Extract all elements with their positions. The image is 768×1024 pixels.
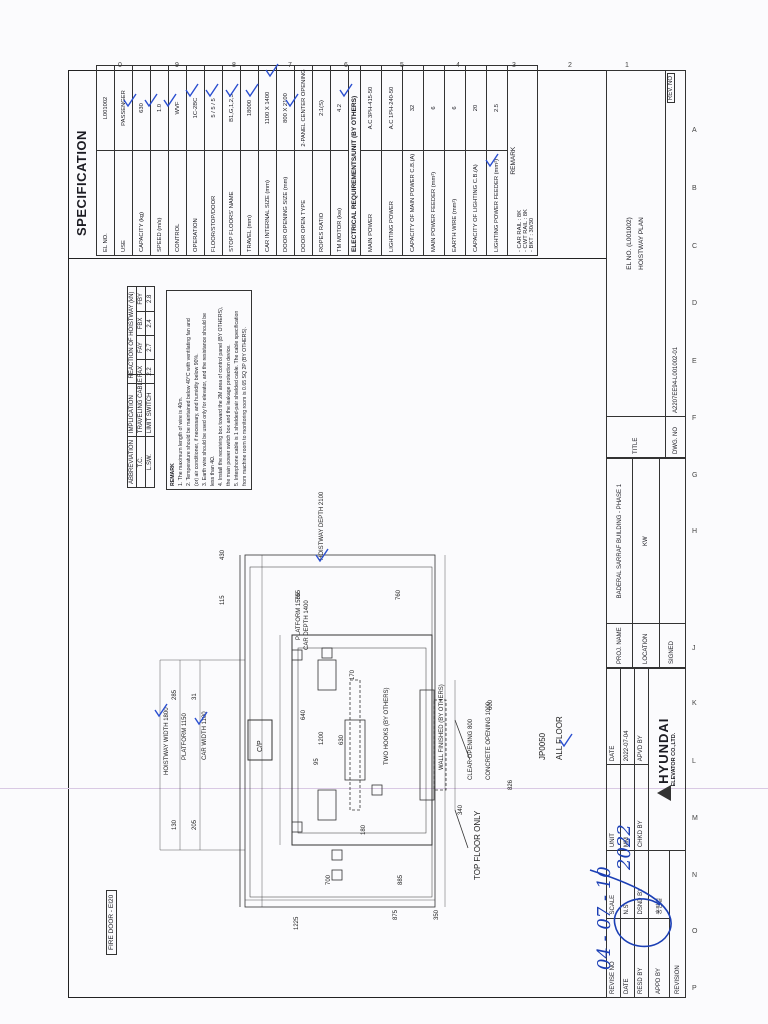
dim-label: 630 xyxy=(339,734,345,745)
zone-marker: J xyxy=(692,645,696,652)
dim-label: 795 xyxy=(296,589,302,600)
dim-label: 205 xyxy=(192,819,198,830)
dim-label: 115 xyxy=(220,595,226,605)
zone-marker: 6 xyxy=(344,62,348,69)
zone-marker: K xyxy=(692,700,697,707)
top-floor-label: TOP FLOOR ONLY xyxy=(473,810,482,880)
dim-platform-width: PLATFORM 1150 xyxy=(182,713,188,760)
dim-label: 700 xyxy=(326,874,332,885)
handwritten-year: 2022 xyxy=(614,824,635,870)
zone-marker: H xyxy=(692,528,698,535)
zone-marker: P xyxy=(692,985,697,992)
dim-label: 350 xyxy=(434,909,440,920)
zone-marker: L xyxy=(692,758,696,765)
zone-marker: N xyxy=(692,872,698,879)
dim-label: 430 xyxy=(220,549,226,560)
control-panel-box xyxy=(247,719,273,761)
dim-label: 31 xyxy=(192,693,198,700)
dim-platform-depth: PLATFORM 1555 xyxy=(296,592,302,640)
dim-label: 285 xyxy=(172,689,178,700)
zone-marker: D xyxy=(692,300,698,307)
zone-marker: 7 xyxy=(288,62,292,69)
counterweight xyxy=(344,719,366,781)
zone-marker: 5 xyxy=(400,62,404,69)
dim-label: 340 xyxy=(458,804,464,815)
control-panel-label: C/P xyxy=(257,740,264,752)
spec-divider xyxy=(68,258,606,259)
handwritten-date: 04 - 07 - 10 xyxy=(594,866,615,970)
zone-marker: 2 xyxy=(568,62,572,69)
dim-label: 170 xyxy=(350,669,356,680)
zone-marker: E xyxy=(692,358,697,365)
zone-marker: 8 xyxy=(232,62,236,69)
door-sill xyxy=(419,689,435,801)
dim-label: 640 xyxy=(301,709,307,720)
rail-bracket xyxy=(317,659,337,691)
dim-label: 875 xyxy=(393,909,399,920)
zone-marker: G xyxy=(692,472,698,479)
dim-hoistway-width: HOISTWAY WIDTH 1800 xyxy=(164,707,170,775)
title-block-divider xyxy=(606,70,607,998)
rail-bracket xyxy=(317,789,337,821)
dim-car-depth: CAR DEPTH 1400 xyxy=(304,600,310,650)
zone-marker: 9 xyxy=(175,62,179,69)
drawing-sheet xyxy=(68,70,686,998)
zone-marker: 1 xyxy=(625,62,629,69)
jp-label: JP0050 xyxy=(538,732,547,760)
dim-label: 1200 xyxy=(319,731,325,745)
dim-label: 130 xyxy=(172,819,178,830)
zone-marker: C xyxy=(692,243,698,250)
dim-hoistway-depth: HOISTWAY DEPTH 2100 xyxy=(319,491,325,560)
concrete-opening-label: CONCRETE OPENING 1000 xyxy=(486,701,492,780)
dim-label: 1225 xyxy=(294,916,300,930)
zone-marker: O xyxy=(692,928,698,935)
zone-marker: M xyxy=(692,815,698,822)
hoistway-outline xyxy=(244,554,436,908)
zone-marker: 0 xyxy=(118,62,122,69)
dim-car-width: CAR WIDTH 1100 xyxy=(202,711,208,760)
dim-label: 885 xyxy=(398,874,404,885)
zone-marker: 3 xyxy=(512,62,516,69)
fire-door-label: FIRE DOOR - EI20 xyxy=(106,889,117,955)
scan-line xyxy=(0,788,768,789)
zone-marker: B xyxy=(692,185,697,192)
dim-label: 600 xyxy=(488,699,494,710)
all-floor-label: ALL FLOOR xyxy=(555,716,564,760)
two-hooks-label: TWO HOOKS (BY OTHERS) xyxy=(384,687,390,765)
clear-opening-label: CLEAR OPENING 800 xyxy=(468,718,474,780)
dim-label: 180 xyxy=(361,824,367,835)
zone-marker: F xyxy=(692,415,697,422)
dim-label: 95 xyxy=(314,758,320,765)
wall-finished-label: WALL FINISHED (BY OTHERS) xyxy=(439,684,445,770)
zone-marker: 4 xyxy=(456,62,460,69)
dim-label: 760 xyxy=(396,589,402,600)
zone-marker: A xyxy=(692,127,697,134)
dim-label: 826 xyxy=(508,779,514,790)
car-outline xyxy=(291,634,433,846)
